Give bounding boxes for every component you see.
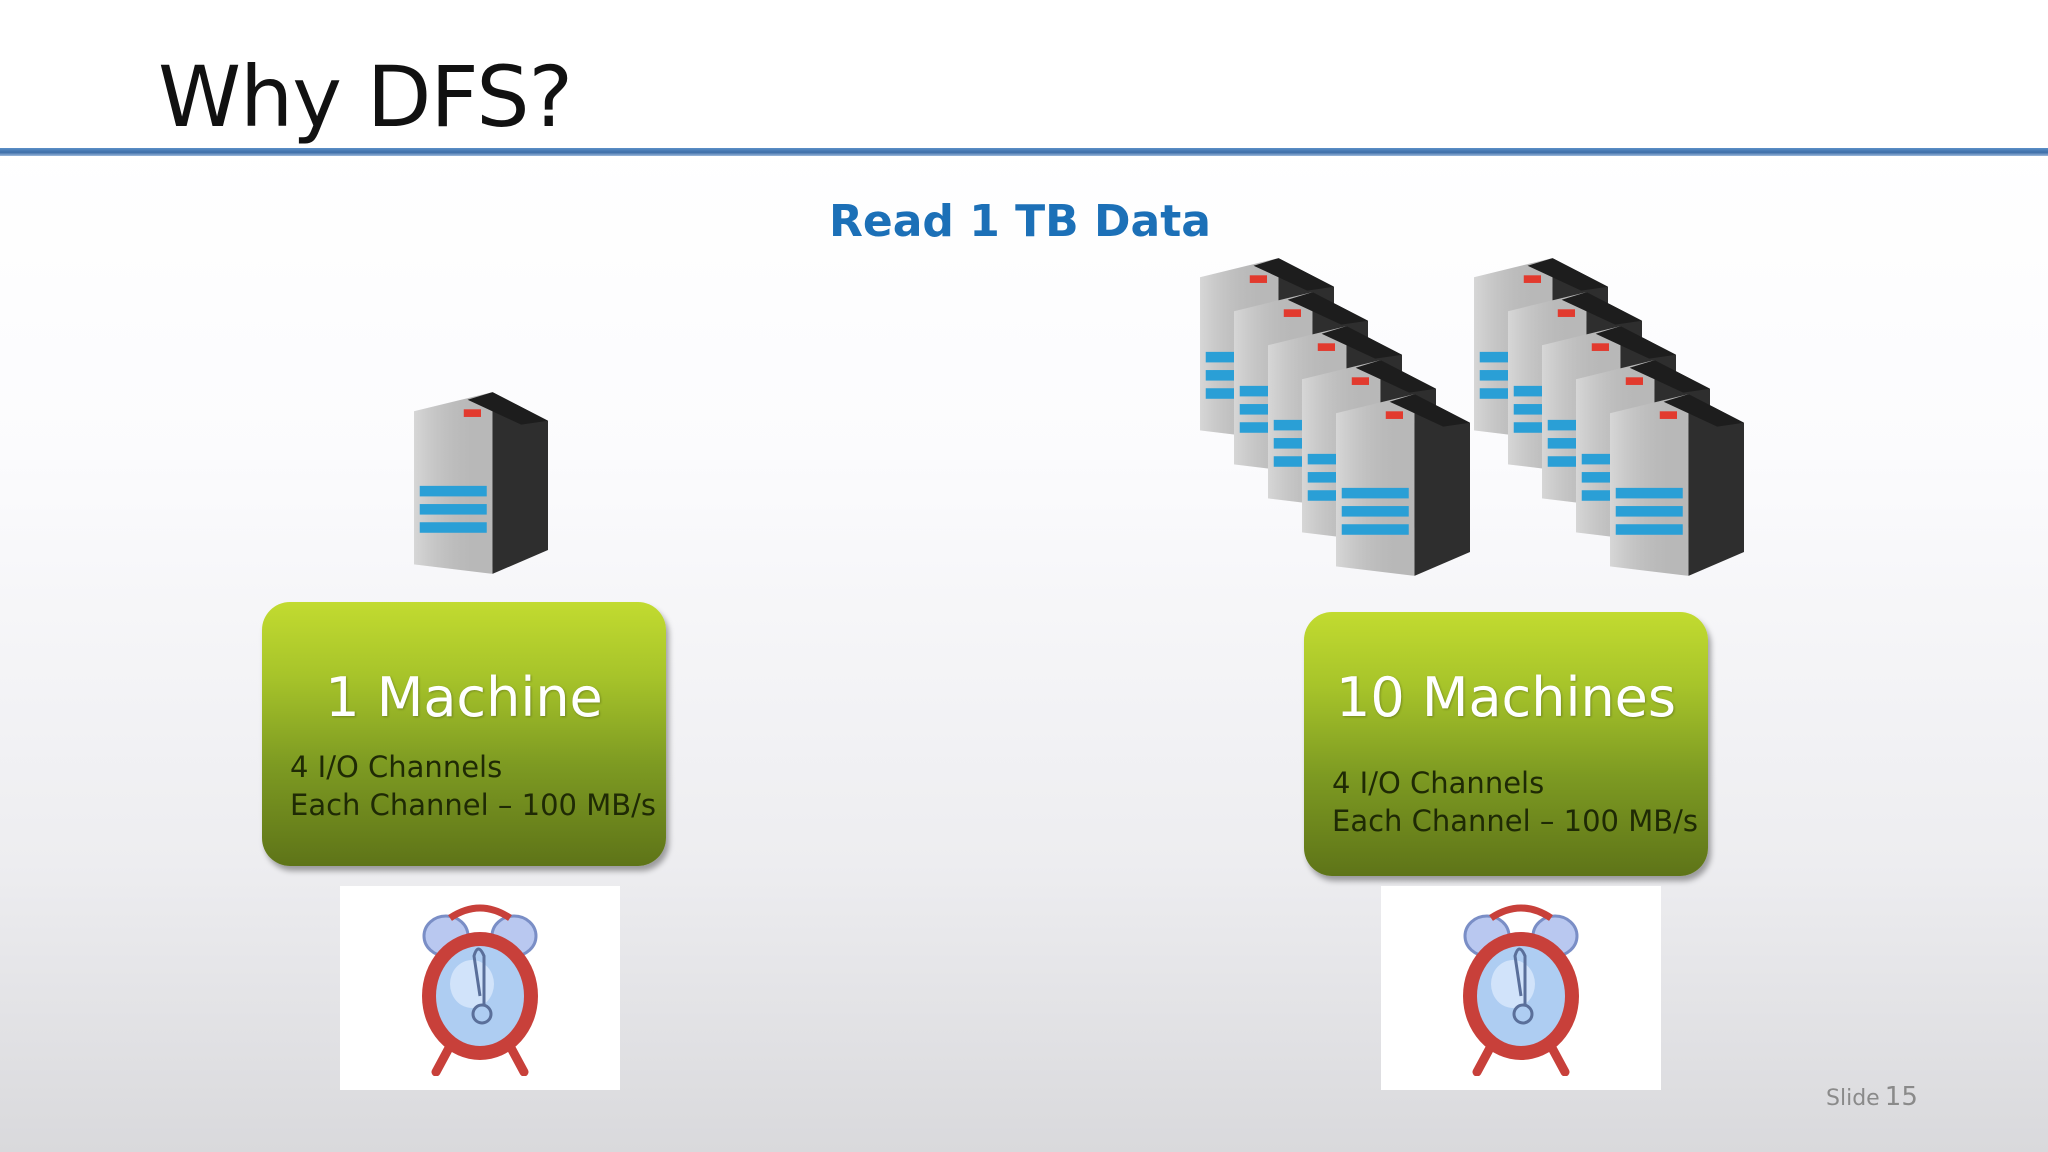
clock-frame	[1381, 886, 1661, 1090]
slide-label: Slide	[1826, 1086, 1880, 1111]
machine-count-label: 10 Machines	[1335, 666, 1677, 729]
server-icon	[414, 388, 548, 578]
alarm-clock-icon	[1451, 896, 1591, 1076]
machine-detail: 4 I/O Channels Each Channel – 100 MB/s	[290, 748, 656, 824]
server-icon	[1610, 390, 1744, 580]
io-channels-text: 4 I/O Channels	[1332, 766, 1545, 800]
subtitle-row: Read 1 TB Data	[0, 196, 2048, 247]
slide-title: Why DFS?	[158, 48, 573, 146]
io-channels-text: 4 I/O Channels	[290, 750, 503, 784]
alarm-clock-icon	[410, 896, 550, 1076]
channel-speed-text: Each Channel – 100 MB/s	[1332, 804, 1698, 838]
multi-machine-box: 10 Machines 4 I/O Channels Each Channel …	[1304, 612, 1708, 876]
title-divider	[0, 148, 2048, 156]
channel-speed-text: Each Channel – 100 MB/s	[290, 788, 656, 822]
single-machine-box: 1 Machine 4 I/O Channels Each Channel – …	[262, 602, 666, 866]
machine-detail: 4 I/O Channels Each Channel – 100 MB/s	[1332, 764, 1698, 840]
slide-number-value: 15	[1884, 1082, 1918, 1112]
machine-count-label: 1 Machine	[325, 666, 603, 729]
server-icon	[1336, 390, 1470, 580]
slide-subtitle: Read 1 TB Data	[829, 196, 1211, 247]
clock-frame	[340, 886, 620, 1090]
slide-number: Slide 15	[1826, 1082, 1918, 1112]
